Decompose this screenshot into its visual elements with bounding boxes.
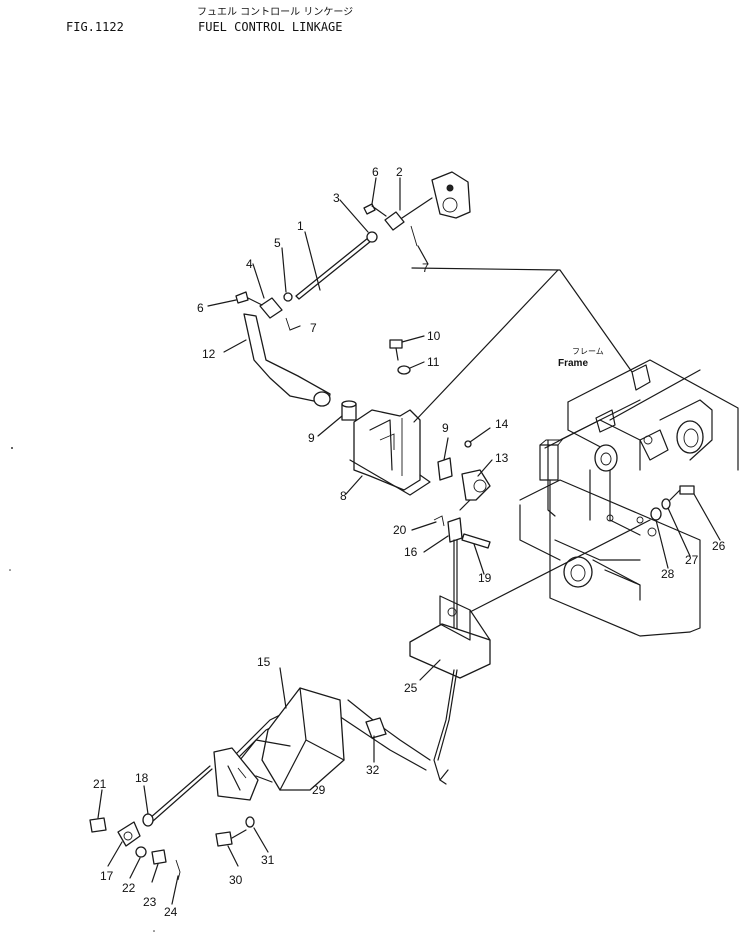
callout-17: 17 (100, 869, 114, 883)
callout-6-top: 6 (372, 165, 379, 179)
callout-32: 32 (366, 763, 380, 777)
scan-specks (9, 447, 155, 932)
figure-title: FUEL CONTROL LINKAGE (198, 20, 343, 34)
leader-lines (97, 177, 721, 905)
callout-2: 2 (396, 165, 403, 179)
callout-25: 25 (404, 681, 418, 695)
callout-24: 24 (164, 905, 178, 919)
callout-28: 28 (661, 567, 675, 581)
frame-bolts (650, 485, 695, 521)
callout-23: 23 (143, 895, 157, 909)
callout-11: 11 (427, 355, 440, 369)
fuel-control-rod-assembly (235, 171, 471, 496)
figure-title-japanese: フュエル コントロール リンケージ (197, 7, 354, 18)
callout-7-left: 7 (310, 321, 317, 335)
control-cable-and-pedal (89, 669, 458, 881)
callout-12: 12 (202, 347, 216, 361)
callout-3: 3 (333, 191, 340, 205)
callout-9-left: 9 (308, 431, 315, 445)
callout-19: 19 (478, 571, 492, 585)
lever-and-pin-assembly (409, 440, 491, 679)
callout-31: 31 (261, 853, 275, 867)
callout-1: 1 (297, 219, 304, 233)
callout-21: 21 (93, 777, 107, 791)
callout-29: 29 (312, 783, 326, 797)
frame-label-japanese: フレーム (572, 347, 604, 356)
callout-14: 14 (495, 417, 509, 431)
callout-16: 16 (404, 545, 418, 559)
callout-6-left: 6 (197, 301, 204, 315)
callout-labels: 1 2 3 4 5 6 6 7 7 8 9 9 10 11 12 13 14 1… (93, 165, 726, 919)
callout-20: 20 (393, 523, 407, 537)
callout-10: 10 (427, 329, 441, 343)
callout-8: 8 (340, 489, 347, 503)
machine-frame (519, 359, 739, 637)
callout-5: 5 (274, 236, 281, 250)
callout-26: 26 (712, 539, 726, 553)
callout-18: 18 (135, 771, 149, 785)
figure-code: FIG.1122 (66, 20, 124, 34)
callout-4: 4 (246, 257, 253, 271)
callout-15: 15 (257, 655, 271, 669)
callout-30: 30 (229, 873, 243, 887)
callout-22: 22 (122, 881, 136, 895)
callout-7-top: 7 (422, 261, 429, 275)
callout-13: 13 (495, 451, 509, 465)
callout-27: 27 (685, 553, 699, 567)
frame-label: Frame (558, 358, 588, 369)
callout-9-right: 9 (442, 421, 449, 435)
